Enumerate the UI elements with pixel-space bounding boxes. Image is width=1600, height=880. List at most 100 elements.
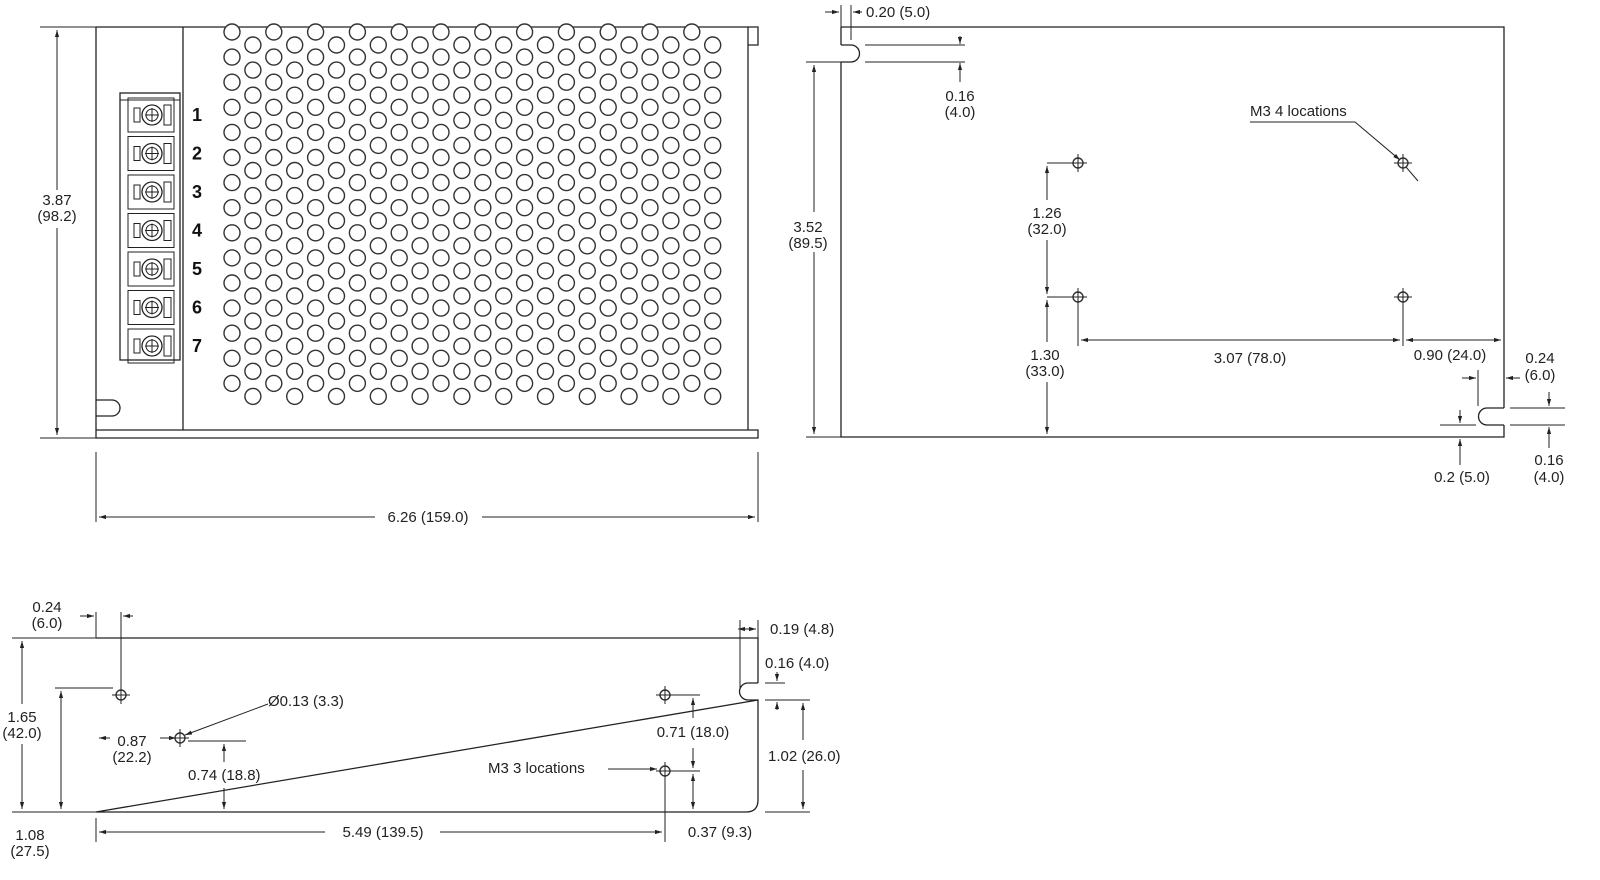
vent-hole [515,324,534,342]
vent-hole [683,123,701,142]
vent-hole [432,374,450,393]
vent-hole [432,274,450,292]
vent-hole [369,362,387,380]
vent-hole [327,61,346,79]
vent-hole [641,299,659,317]
vent-hole [474,274,492,292]
vent-hole [369,186,387,205]
vent-hole [474,349,492,367]
slot2-height-mm: (4.0) [1534,469,1565,486]
vent-hole [557,173,576,192]
vent-hole [495,61,513,79]
vent-hole [683,48,701,66]
vent-hole [620,237,638,255]
vent-hole [578,36,596,54]
vent-hole [515,23,534,41]
vent-hole [474,198,492,217]
overall-height-mm: (89.5) [788,235,827,252]
vent-hole [411,86,429,104]
vent-hole [411,287,429,305]
vent-hole [223,73,241,91]
vent-hole [578,86,596,104]
screw-icon [141,104,163,126]
mount-note: M3 4 locations [1250,103,1347,120]
vent-hole [432,23,450,41]
hole-from-bottom-inch: 1.30 [1030,347,1059,364]
vent-hole [515,148,534,167]
vent-hole [641,274,659,292]
vent-hole [286,136,304,155]
vent-hole [306,349,325,367]
vent-hole [557,274,576,292]
hole-spacing-h-dim: 3.07 (78.0) [1214,350,1287,367]
vent-hole [411,36,429,54]
vent-hole [390,374,408,393]
vent-hole [432,224,450,242]
vent-hole [390,173,408,192]
vent-hole [432,349,450,367]
vent-hole [704,36,722,54]
terminal-2: 2 [127,136,202,171]
vent-hole [390,224,408,242]
vent-hole [348,224,367,242]
vent-hole [244,186,262,205]
vent-hole [474,324,492,342]
vent-hole [411,186,429,205]
vent-hole [641,48,659,66]
vent-hole [557,324,576,342]
vent-hole [557,23,576,41]
vent-hole [620,111,638,130]
terminal-label: 1 [192,105,202,125]
vent-hole [557,98,576,117]
vent-hole [244,362,262,380]
vent-hole [265,148,283,167]
terminal-label: 5 [192,259,202,279]
vent-hole [223,173,241,192]
slot-width-dim: 0.20 (5.0) [866,4,930,21]
slot-height-dim: 0.16 (4.0) [765,655,829,672]
vent-hole [495,86,513,104]
vent-hole [620,36,638,54]
vent-hole [306,249,325,267]
vent-hole [453,337,471,355]
height-inch: 1.65 [7,709,36,726]
vent-hole [662,337,680,355]
vent-hole [662,262,680,280]
vent-hole [704,186,722,205]
vent-hole [369,262,387,280]
vent-hole [244,237,262,255]
vent-hole [265,198,283,217]
screw-icon [141,258,163,280]
slot2-height-inch: 0.16 [1534,452,1563,469]
vent-hole [620,86,638,104]
vent-hole [390,48,408,66]
vent-hole [599,274,617,292]
vent-hole [369,287,387,305]
vent-hole [662,186,680,205]
vent-hole [348,349,367,367]
right-hole-spacing-dim: 0.71 (18.0) [657,724,730,741]
mounting-slot [841,44,861,63]
vent-hole [411,337,429,355]
vent-hole [683,249,701,267]
vent-hole [390,274,408,292]
vent-hole [599,224,617,242]
vent-hole [411,262,429,280]
vent-hole [495,161,513,180]
vent-hole [432,299,450,317]
hole-height-inch: 1.08 [15,827,44,844]
vent-hole [306,374,325,393]
slot-from-bottom-dim: 0.2 (5.0) [1434,469,1490,486]
vent-hole [704,312,722,330]
vent-hole [306,198,325,217]
slot-height-mm: (4.0) [945,104,976,121]
vent-hole [348,173,367,192]
vent-hole [641,374,659,393]
vent-hole [411,136,429,155]
vent-hole [432,123,450,142]
vent-hole [327,111,346,130]
vent-hole [327,362,346,380]
vent-hole [369,86,387,104]
vent-hole [578,111,596,130]
